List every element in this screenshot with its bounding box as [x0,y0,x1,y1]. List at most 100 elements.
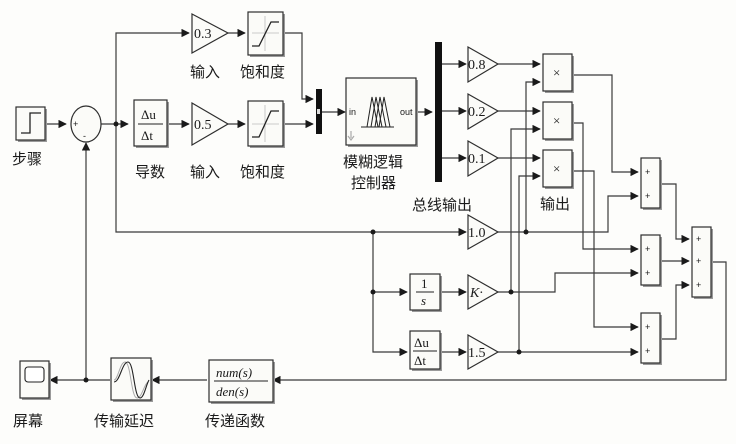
wire-prod1-sumA [573,74,639,177]
gain-block-1.0[interactable]: 1.0 [467,213,500,251]
membership-functions-icon [361,96,394,128]
wire-10-prod1 [525,77,541,232]
tf-numerator: num(s) [216,365,252,380]
saturation-icon [252,110,279,138]
sum-error-block[interactable]: + - [70,105,102,143]
fuzzy-label-line2: 控制器 [351,174,396,192]
wire-sumC-final [660,280,690,340]
sum-block-c[interactable]: + + [640,312,662,365]
junction [370,229,376,235]
gain-label: 输入 [190,63,220,81]
down-arrow-icon [347,131,355,141]
bus-label: 总线输出 [412,196,472,214]
product-label: 输出 [540,195,570,213]
plus-sign: + [645,346,650,356]
wire-prod2-sumB [573,122,639,254]
junction [370,289,376,295]
scope-block[interactable]: 屏幕 [13,360,51,430]
wire-prod3-sumC [573,170,639,332]
transport-delay-label: 传输延迟 [94,412,154,430]
wire-sumA-final [660,183,690,244]
derivative-denominator: Δt [414,353,426,368]
sum-block-b[interactable]: + + [640,234,662,287]
plus-sign: + [645,244,650,254]
gain-value: 0.1 [468,152,486,167]
gain-block-0.5[interactable]: 0.5 输入 [190,101,230,181]
plus-sign: + [645,268,650,278]
derivative-numerator: Δu [414,335,429,350]
tf-denominator: den(s) [216,384,249,399]
wire-sat-mux-1 [283,32,314,104]
wire-k-sumB [498,268,639,293]
derivative-block-bottom[interactable]: Δu Δt [409,330,442,371]
gain-block-0.8[interactable]: 0.8 [467,45,500,84]
fuzzy-controller-block[interactable]: in out 模糊逻辑 控制器 [343,77,418,192]
saturation-icon [252,21,279,47]
saturation-label: 饱和度 [240,63,285,81]
product-block-2[interactable]: × [542,101,574,141]
product-block-1[interactable]: × [542,53,574,93]
gain-block-0.2[interactable]: 0.2 [467,92,500,131]
junction [523,229,529,235]
product-block-3[interactable]: × 输出 [540,149,574,213]
gain-label: 输入 [190,163,220,181]
wire-k-prod2 [510,124,541,292]
scope-label: 屏幕 [13,412,43,430]
gain-value: 0.5 [194,118,212,133]
saturation-block-bottom[interactable]: 饱和度 [240,100,285,181]
sum-plus-sign: + [73,119,78,129]
step-block[interactable]: 步骤 [12,106,47,168]
derivative-denominator: Δt [141,128,153,143]
plus-sign: + [696,256,701,266]
plus-sign: + [645,191,650,201]
transfer-function-label: 传递函数 [205,412,265,430]
wire-final-tf [272,261,727,385]
junction [508,289,514,295]
wire-to-integrator [372,232,408,297]
junction [83,377,89,383]
step-icon [21,112,41,134]
gain-block-k[interactable]: K· [467,273,500,311]
integrator-block[interactable]: 1 s [409,273,442,312]
sum-block-a[interactable]: + + [640,157,662,210]
plus-sign: + [696,234,701,244]
plus-sign: + [645,167,650,177]
wire-10-sumA [498,191,639,233]
integrator-denominator: s [421,293,426,308]
wires [46,28,727,385]
gain-value: 0.3 [194,27,212,42]
gain-value: 0.8 [468,58,486,73]
product-symbol: × [553,161,560,176]
saturation-block-top[interactable]: 饱和度 [240,11,285,81]
plus-sign: + [696,280,701,290]
gain-block-0.1[interactable]: 0.1 [467,139,500,178]
wire-to-derivative-bottom [372,292,408,357]
gain-block-1.5[interactable]: 1.5 [467,333,500,371]
saturation-label: 饱和度 [240,163,285,181]
gain-value: K· [469,286,483,301]
transport-delay-block[interactable]: 传输延迟 [94,357,154,430]
derivative-numerator: Δu [141,107,156,122]
product-symbol: × [553,65,560,80]
derivative-block-top[interactable]: Δu Δt 导数 [133,99,169,181]
fuzzy-in-port: in [349,107,356,117]
fuzzy-out-port: out [400,107,413,117]
gain-value: 0.2 [468,105,486,120]
wire-error-gain10 [115,124,467,237]
sum-block-final[interactable]: + + + [691,226,713,299]
scope-screen-icon [24,366,45,383]
sum-minus-sign: - [83,131,86,141]
plus-sign: + [645,322,650,332]
wire-error-gain03 [115,28,190,124]
gain-value: 1.5 [468,346,486,361]
derivative-label: 导数 [135,163,165,181]
junction [113,121,119,127]
fuzzy-label-line1: 模糊逻辑 [343,153,403,171]
transfer-function-block[interactable]: num(s) den(s) 传递函数 [205,359,275,430]
mux-block[interactable] [316,89,322,134]
integrator-numerator: 1 [421,276,428,291]
wire-15-prod3 [518,171,541,352]
gain-block-0.3[interactable]: 0.3 输入 [190,13,230,81]
bus-block[interactable]: 总线输出 [412,42,472,214]
